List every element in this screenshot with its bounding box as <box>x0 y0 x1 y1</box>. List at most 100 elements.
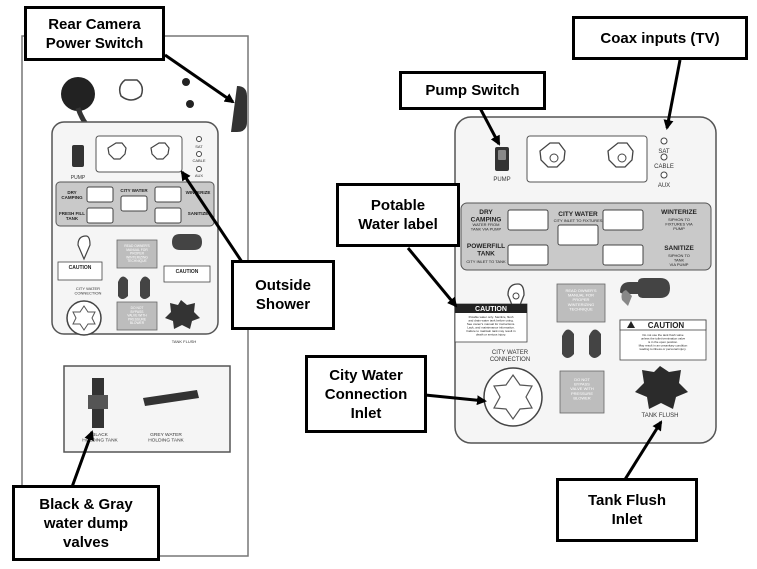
left-caution-label-2 <box>163 265 211 283</box>
right-shower-handle-hub <box>512 292 520 300</box>
right-control-panel <box>454 116 717 444</box>
right-drain-handles <box>562 329 601 358</box>
right-tank-flush-label: TANK FLUSH <box>642 413 679 419</box>
left-black-valve-body <box>88 395 108 409</box>
right-shower-knob-2-center <box>617 153 627 163</box>
right-shower-knob-1-center <box>549 153 559 163</box>
callout-potable-water-label: Potable Water label <box>336 183 460 247</box>
left-coax-sat <box>196 136 202 142</box>
right-sanitize: SANITIZE <box>664 245 694 252</box>
callout-dump-valves: Black & Gray water dump valves <box>12 485 160 561</box>
left-valve-5 <box>154 207 182 224</box>
left-shower-knob-1 <box>107 142 127 160</box>
left-grey-valve-handle <box>143 390 199 406</box>
left-small-hole-2 <box>186 100 194 108</box>
left-caution-text: CAUTION <box>69 265 92 271</box>
arrow-coax-inputs <box>663 59 682 130</box>
right-cable-label: CABLE <box>654 164 674 170</box>
right-coax-sat <box>660 137 668 145</box>
callout-city-water-connection-inlet: City Water Connection Inlet <box>305 355 427 433</box>
right-valve-sanitize <box>602 244 644 266</box>
right-winterize: WINTERIZE <box>661 209 697 216</box>
right-read-manual-label <box>556 283 606 323</box>
left-winterize-valve <box>172 234 202 250</box>
right-tank-flush-inlet <box>635 366 688 409</box>
callout-pump-switch: Pump Switch <box>399 71 546 110</box>
right-city-water: CITY WATER <box>558 211 598 218</box>
callout-coax-inputs: Coax inputs (TV) <box>572 16 748 60</box>
callout-outside-shower: Outside Shower <box>231 260 335 330</box>
right-power-fill-sub: CITY INLET TO TANK <box>466 259 506 264</box>
callout-arrows <box>70 53 682 488</box>
left-shower-handle <box>77 235 91 261</box>
right-caution-right: CAUTION <box>648 321 685 330</box>
right-caution-left: CAUTION <box>475 306 507 313</box>
callout-rear-camera-power-switch: Rear Camera Power Switch <box>24 6 165 61</box>
left-pump-switch <box>72 145 84 167</box>
right-valve-dry-camping <box>507 209 549 231</box>
right-do-not-bypass-label <box>559 370 605 414</box>
left-valve-3 <box>154 186 182 203</box>
left-round-port <box>61 77 95 111</box>
left-caution-label <box>57 261 103 281</box>
arrow-dump-valves <box>70 430 94 488</box>
left-city-water: CITY WATER <box>120 188 148 193</box>
right-winterize-valve <box>620 278 670 298</box>
left-sat-label: SAT <box>195 144 203 149</box>
left-caution-text-2: CAUTION <box>176 269 199 275</box>
left-sanitize: SANITIZE <box>188 211 209 216</box>
left-drain-handles <box>118 276 150 299</box>
right-valve-city-water <box>557 224 599 246</box>
right-valve-winterize <box>602 209 644 231</box>
right-pump-label: PUMP <box>493 177 510 183</box>
left-winterize: WINTERIZE <box>186 190 211 195</box>
left-shower-knob-2 <box>150 142 170 160</box>
right-winterize-handle <box>621 290 632 306</box>
right-city-water-sub: CITY INLET TO FIXTURES <box>554 218 603 223</box>
left-rear-camera-switch <box>231 86 247 132</box>
right-coax-cable <box>660 153 668 161</box>
left-valve-4 <box>86 207 114 224</box>
arrow-potable-water <box>406 247 458 308</box>
right-caution-triangle <box>627 321 635 328</box>
left-coax-cable <box>196 151 202 157</box>
arrow-pump-switch <box>478 107 501 146</box>
right-caution-header-left <box>455 304 527 313</box>
left-mount-cutout <box>118 79 144 101</box>
left-coax-aux <box>196 166 202 172</box>
right-caution-header-right <box>619 319 707 331</box>
left-small-hole-1 <box>182 78 190 86</box>
left-valve-2 <box>120 195 148 212</box>
left-tank-flush-inlet <box>165 300 200 329</box>
left-pump-label: PUMP <box>71 175 86 181</box>
arrow-outside-shower <box>180 170 246 266</box>
left-read-manual-label <box>116 239 158 269</box>
left-city-water-inlet-star <box>72 305 96 331</box>
right-sat-label: SAT <box>658 149 670 155</box>
right-valve-power-fill <box>507 244 549 266</box>
left-valve-1 <box>86 186 114 203</box>
arrow-rear-camera <box>164 53 235 104</box>
left-do-not-bypass-label <box>116 301 158 331</box>
right-city-water-inlet-star <box>493 373 533 421</box>
left-cable-label: CABLE <box>192 158 205 163</box>
arrow-tank-flush <box>622 420 663 482</box>
